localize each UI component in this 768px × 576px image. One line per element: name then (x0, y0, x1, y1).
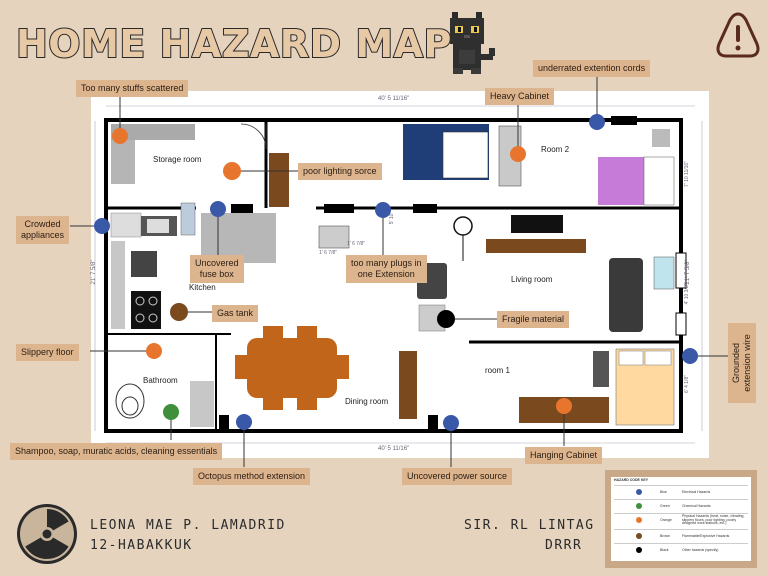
callout-slippery: Slippery floor (16, 344, 79, 361)
hazard-marker-power[interactable] (443, 415, 459, 431)
room-label-room2: Room 2 (541, 145, 570, 154)
hazard-marker-fragile[interactable] (437, 310, 455, 328)
callout-plugs: too many plugs in one Extension (346, 255, 427, 283)
callout-lighting: poor lighting sorce (298, 163, 382, 180)
legend-description: Electrical Hazards (682, 490, 711, 494)
callout-crowded: Crowded appliances (16, 216, 70, 244)
hazard-marker-crowded[interactable] (94, 218, 110, 234)
callout-shampoo: Shampoo, soap, muratic acids, cleaning e… (10, 443, 223, 460)
hazard-legend: HAZARD CODE KEY Blue Electrical Hazards … (605, 470, 757, 568)
callout-heavy-cabinet: Heavy Cabinet (485, 88, 555, 105)
callout-fuse: Uncovered fuse box (190, 255, 244, 283)
callout-hanging: Hanging Cabinet (525, 447, 603, 464)
callout-crowded-line2: appliances (21, 230, 65, 240)
legend-description: Flammable/Explosive Hazards (682, 534, 730, 538)
hazard-marker-grounded[interactable] (682, 348, 698, 364)
author-name: LEONA MAE P. LAMADRID (90, 518, 286, 533)
room-label-storage: Storage room (153, 155, 202, 164)
room-label-room1: room 1 (485, 366, 510, 375)
dimension-mid-b: 1' 6 7/8" (319, 250, 338, 256)
hazard-legend-table: HAZARD CODE KEY Blue Electrical Hazards … (611, 477, 751, 561)
legend-color-name: Green (660, 504, 670, 508)
hazard-marker-plugs[interactable] (375, 202, 391, 218)
author-section: 12-HABAKKUK (90, 538, 193, 553)
legend-description: Other hazards (specify) (682, 548, 719, 552)
legend-row: Blue Electrical Hazards (614, 485, 748, 498)
legend-title: HAZARD CODE KEY (614, 478, 649, 482)
callout-octopus: Octopus method extension (193, 468, 311, 485)
hazard-marker-lighting[interactable] (223, 162, 241, 180)
callout-gas: Gas tank (212, 305, 259, 322)
callout-grounded-line2: extension wire (742, 334, 752, 392)
callout-grounded-line1: Grounded (731, 342, 741, 384)
room-label-dining: Dining room (345, 397, 389, 406)
room-label-bathroom: Bathroom (143, 376, 178, 385)
callout-fuse-line1: Uncovered (195, 258, 239, 268)
hazard-marker-cords[interactable] (589, 114, 605, 130)
hazard-marker-heavy-cabinet[interactable] (510, 146, 526, 162)
legend-row: Brown Flammable/Explosive Hazards (614, 529, 748, 542)
radiation-icon (17, 504, 77, 564)
callout-grounded: Grounded extension wire (728, 323, 756, 403)
dimension-mid-c: 1' 6 7/8" (347, 241, 366, 247)
hazard-marker-octopus[interactable] (236, 414, 252, 430)
legend-row: Green Chemical Hazards (614, 499, 748, 512)
legend-color-name: Orange (660, 518, 672, 522)
hazard-marker-slippery[interactable] (146, 343, 162, 359)
hazard-marker-scattered[interactable] (112, 128, 128, 144)
legend-brown-dot (636, 533, 642, 539)
callout-fuse-line2: fuse box (199, 269, 234, 279)
callout-scattered: Too many stuffs scattered (76, 80, 189, 97)
hazard-marker-gas[interactable] (170, 303, 188, 321)
legend-orange-dot (636, 517, 642, 523)
legend-row: Orange Physical Hazards (heat, noise, vi… (614, 513, 748, 526)
page-title: HOME HAZARD MAP (15, 21, 452, 67)
room-label-kitchen: Kitchen (189, 283, 216, 292)
legend-black-dot (636, 547, 642, 553)
legend-green-dot (636, 503, 642, 509)
warning-icon (716, 12, 760, 58)
legend-blue-dot (636, 489, 642, 495)
legend-description: Chemical Hazards (682, 504, 711, 508)
legend-description: Physical Hazards (heat, noise, vibrating… (682, 514, 745, 526)
cat-icon (450, 12, 495, 74)
legend-color-name: Brown (660, 534, 670, 538)
dimension-top: 40' 5 11/16" (378, 96, 410, 102)
callout-power: Uncovered power source (402, 468, 513, 485)
callout-crowded-line1: Crowded (24, 219, 61, 229)
legend-color-name: Blue (660, 490, 668, 494)
dimension-bottom: 40' 5 11/16" (378, 446, 410, 452)
hazard-marker-fuse[interactable] (210, 201, 226, 217)
callout-plugs-line1: too many plugs in (351, 258, 422, 268)
hazard-marker-chemicals[interactable] (163, 404, 179, 420)
legend-row: Black Other hazards (specify) (614, 543, 748, 556)
room-label-living: Living room (511, 275, 553, 284)
teacher-name: SIR. RL LINTAG (464, 518, 595, 533)
callout-cords: underrated extention cords (533, 60, 651, 77)
callout-plugs-line2: one Extension (357, 269, 415, 279)
legend-color-name: Black (660, 548, 669, 552)
callout-fragile: Fragile material (497, 311, 570, 328)
subject-name: DRRR (545, 538, 583, 553)
hazard-marker-hanging[interactable] (556, 398, 572, 414)
